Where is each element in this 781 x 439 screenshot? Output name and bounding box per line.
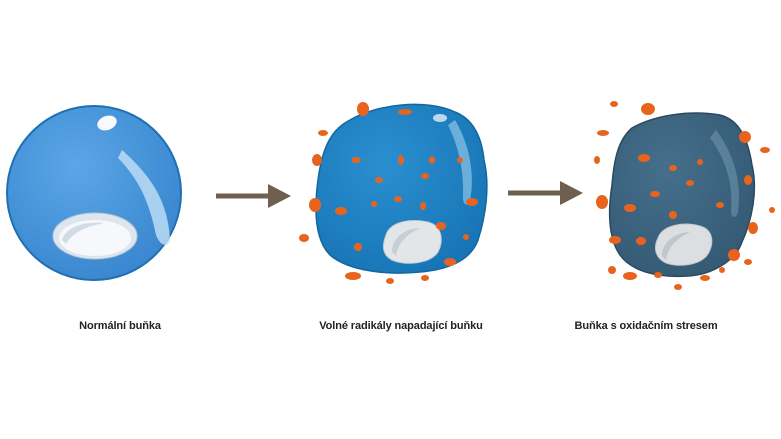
arrow-2 (508, 181, 583, 205)
free-radical (420, 202, 426, 210)
free-radical (686, 180, 694, 186)
free-radical (354, 243, 362, 251)
arrow-1 (216, 184, 291, 208)
free-radical (636, 237, 646, 245)
free-radical (669, 165, 677, 171)
free-radical (624, 204, 636, 212)
free-radical (760, 147, 770, 153)
free-radical (457, 157, 463, 163)
free-radical (318, 130, 328, 136)
free-radicals-stress (594, 101, 775, 290)
attacked-cell (315, 103, 488, 274)
free-radical (669, 211, 677, 219)
free-radical (623, 272, 637, 280)
free-radical (335, 207, 347, 215)
free-radical (312, 154, 322, 166)
caption-oxidative-stress: Buňka s oxidačním stresem (574, 320, 718, 332)
free-radical (351, 157, 361, 163)
nucleus (383, 220, 442, 264)
free-radical (638, 154, 650, 162)
free-radical (610, 101, 618, 107)
nucleus (655, 223, 713, 266)
free-radical (429, 156, 435, 164)
free-radical (744, 175, 752, 185)
free-radical (596, 195, 608, 209)
free-radical (700, 275, 710, 281)
free-radical (594, 156, 600, 164)
free-radical (398, 109, 412, 115)
free-radical (748, 222, 758, 234)
free-radical (421, 173, 429, 179)
cell-highlight (118, 150, 170, 245)
stressed-cell (608, 112, 756, 278)
free-radical (739, 131, 751, 143)
normal-cell (6, 105, 182, 281)
free-radical (436, 222, 446, 230)
free-radical (769, 207, 775, 213)
free-radical (463, 234, 469, 240)
free-radical (375, 177, 383, 183)
free-radical (716, 202, 724, 208)
free-radical (398, 155, 404, 165)
free-radical (654, 272, 662, 278)
free-radical (697, 159, 703, 165)
free-radical (609, 236, 621, 244)
free-radical (394, 196, 402, 202)
free-radical (728, 249, 740, 261)
free-radical (345, 272, 361, 280)
free-radical (608, 266, 616, 274)
nucleus (52, 212, 138, 260)
free-radical (371, 201, 377, 207)
caption-free-radicals-attacking: Volné radikály napadající buňku (319, 320, 483, 332)
free-radical (309, 198, 321, 212)
caption-normal-cell: Normální buňka (79, 320, 161, 332)
free-radical (386, 278, 394, 284)
free-radical (597, 130, 609, 136)
free-radical (421, 275, 429, 281)
free-radical (674, 284, 682, 290)
free-radical (641, 103, 655, 115)
free-radical (744, 259, 752, 265)
free-radical (299, 234, 309, 242)
free-radical (650, 191, 660, 197)
free-radical (466, 198, 478, 206)
free-radical (444, 258, 456, 266)
free-radical (357, 102, 369, 116)
cell-shine (97, 115, 117, 131)
free-radical (719, 267, 725, 273)
free-radicals-attacking (299, 102, 478, 284)
